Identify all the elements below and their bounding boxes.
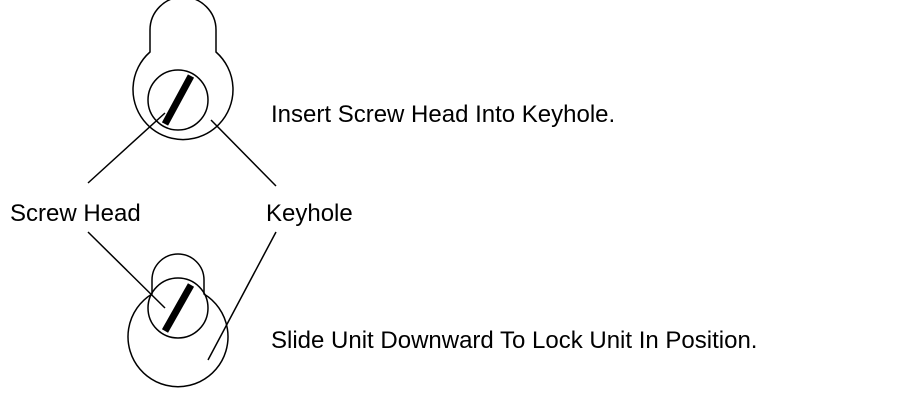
bottom-screw-head	[147, 277, 209, 339]
top-screw-slot	[161, 74, 195, 126]
bottom-screw-slot	[161, 283, 195, 333]
bottom-keyhole-outline	[127, 253, 229, 388]
leader-screw-bottom	[87, 231, 166, 309]
top-screw-head	[147, 69, 209, 131]
insert-instruction-text: Insert Screw Head Into Keyhole.	[271, 101, 616, 128]
leader-keyhole-top	[210, 119, 277, 187]
leader-keyhole-bottom	[207, 231, 277, 361]
screw-head-label: Screw Head	[10, 200, 141, 227]
leader-screw-top	[87, 112, 166, 184]
keyhole-label: Keyhole	[266, 200, 353, 227]
top-keyhole-outline	[132, 0, 234, 141]
slide-instruction-text: Slide Unit Downward To Lock Unit In Posi…	[271, 327, 758, 354]
